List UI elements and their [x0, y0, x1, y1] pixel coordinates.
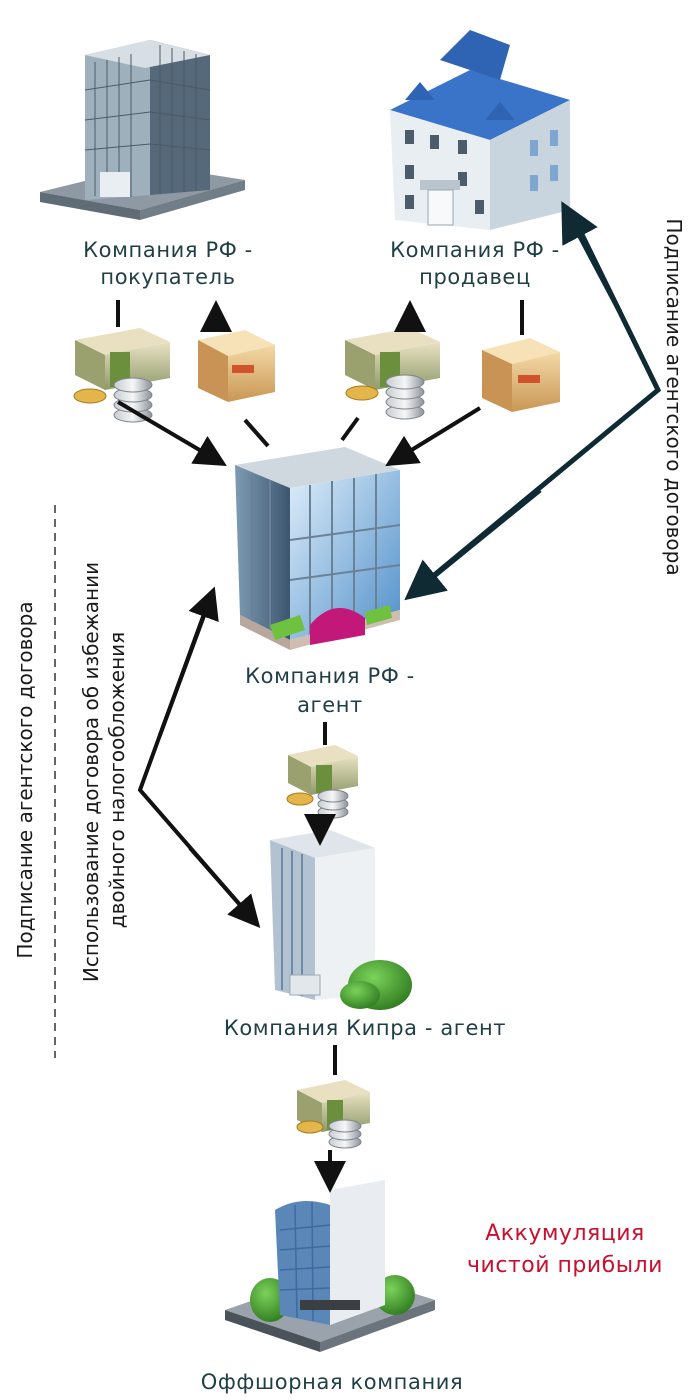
agent-cy-label: Компания Кипра - агент	[224, 1016, 506, 1040]
offshore-building-icon	[225, 1180, 435, 1352]
line-box1-to-agent	[243, 418, 270, 448]
agent-rf-label-line2: агент	[297, 693, 363, 717]
side-label-right: Подписание агентского договора	[662, 218, 686, 575]
note-line1: Аккумуляция	[485, 1221, 645, 1246]
note-line2: чистой прибыли	[467, 1253, 663, 1278]
box-icon-2	[482, 338, 560, 412]
agent-rf-label-line1: Компания РФ -	[245, 664, 415, 688]
agent-rf-building-icon	[235, 447, 401, 650]
money-icon-1	[73, 328, 170, 423]
money-icon-3	[286, 745, 358, 819]
arrowhead-to-seller	[561, 201, 623, 314]
arrowhead-to-cy	[188, 846, 261, 929]
arrowhead-to-agent-right	[404, 488, 542, 601]
side-label-left-outer: Подписание агентского договора	[13, 601, 37, 958]
arrow-double-agent-cy	[137, 591, 257, 924]
arrowhead-to-agent	[158, 586, 219, 736]
side-label-left-inner-line1: Использование договора об избежании	[79, 562, 103, 982]
buyer-building-icon	[40, 40, 245, 220]
money-icon-4	[296, 1080, 370, 1149]
seller-label-line1: Компания РФ -	[390, 238, 560, 262]
box-icon-1	[198, 330, 275, 402]
seller-label-line2: продавец	[419, 265, 531, 289]
arrow-money1-to-agent	[116, 400, 227, 467]
money-icon-2	[345, 328, 440, 420]
line-money2-to-agent	[340, 416, 360, 442]
buyer-label-line2: покупатель	[100, 265, 235, 289]
side-label-left-inner-line2: двойного налогообложения	[105, 632, 129, 928]
offshore-label: Оффшорная компания	[201, 1370, 464, 1394]
arrow-box2-to-agent	[385, 406, 482, 467]
agent-cy-building-icon	[270, 830, 412, 1010]
seller-building-icon	[390, 30, 570, 230]
buyer-label-line1: Компания РФ -	[83, 238, 253, 262]
